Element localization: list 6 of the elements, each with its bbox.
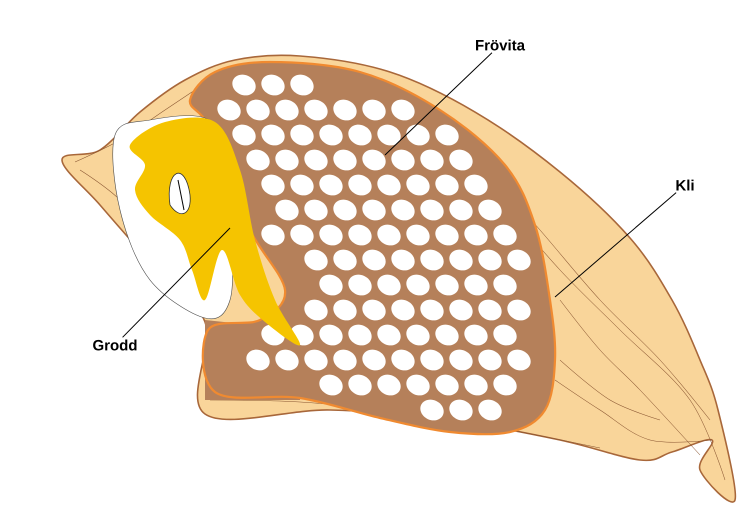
part-label: Frövita [476, 40, 526, 50]
part-label: Grodd [93, 340, 137, 350]
part-label: Kli [676, 180, 694, 190]
leader-line [554, 192, 677, 298]
leader-line [122, 228, 230, 338]
leader-line [384, 52, 492, 156]
